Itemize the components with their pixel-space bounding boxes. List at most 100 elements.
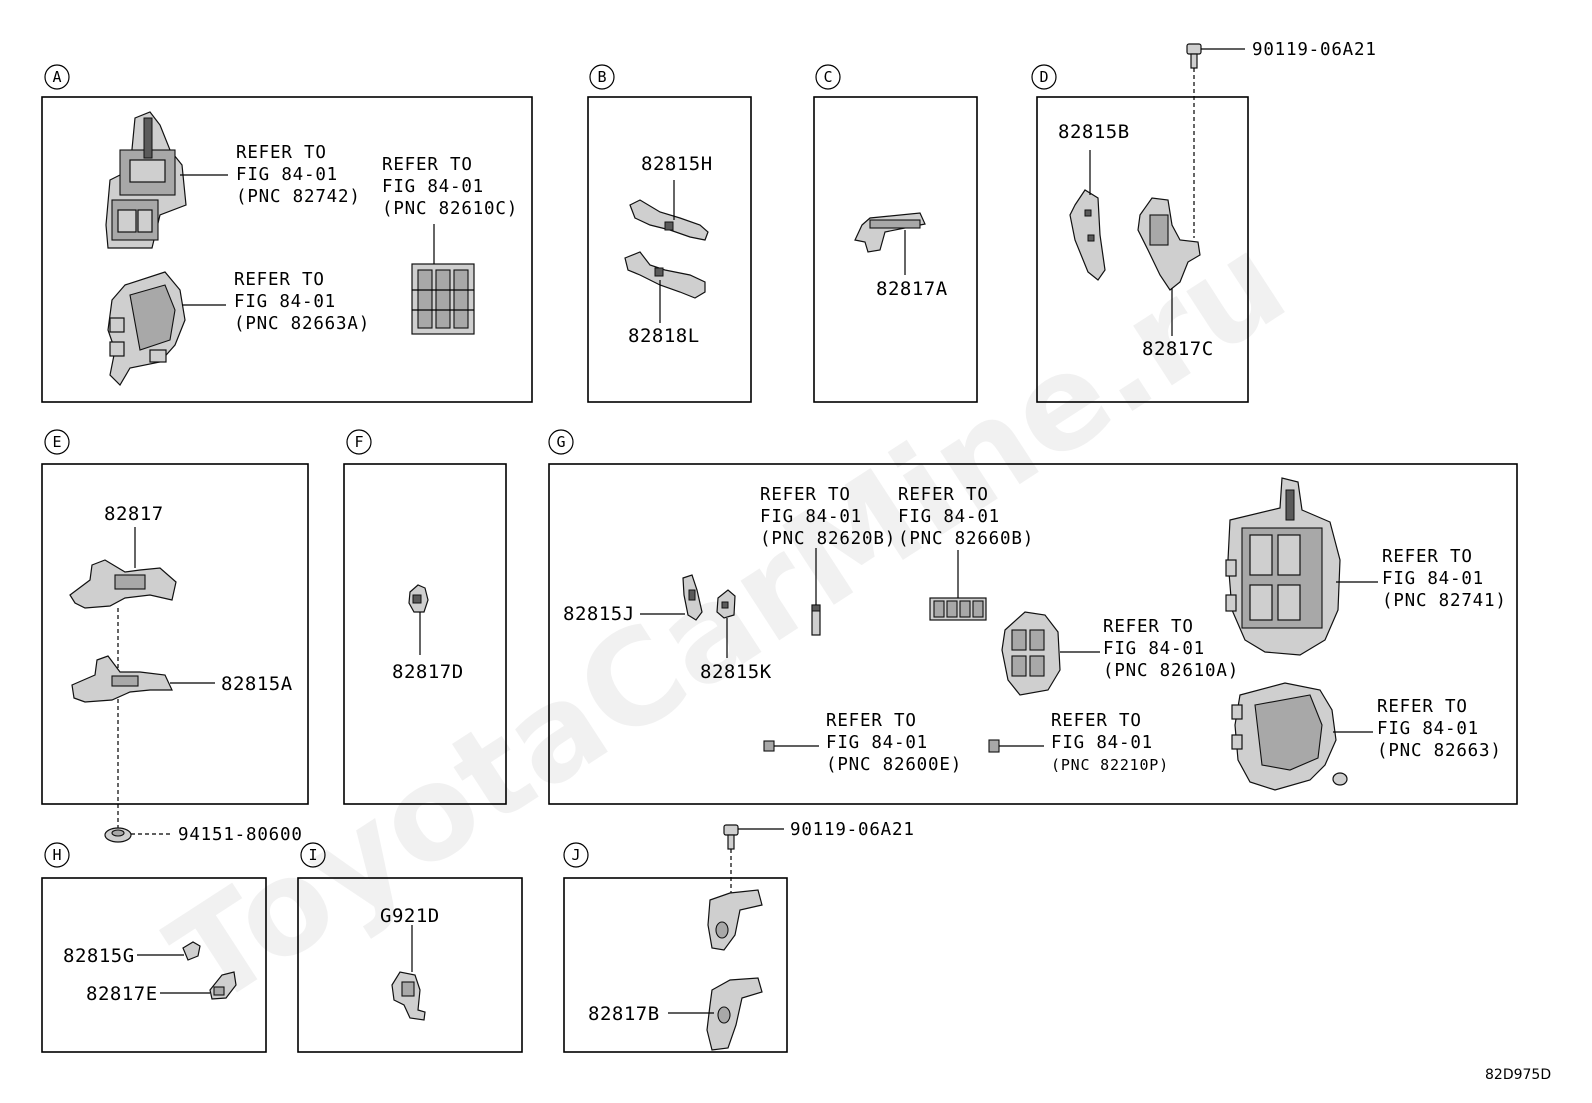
clip-82815k-illustration [716,589,736,619]
part-82815k: 82815K [700,661,772,683]
fuse-82620b-illustration [811,604,821,636]
bracket-82815b-illustration [1069,189,1106,281]
fig-reference: FIG 84-01 [760,507,862,527]
section-c-box [813,96,978,403]
pnc-82660b: (PNC 82660B) [898,529,1034,549]
relay-block-82742-illustration [105,111,187,249]
svg-text:E: E [52,433,61,451]
block-82610a-illustration [1001,611,1061,696]
refer-to-label: REFER TO [382,155,473,175]
clip-82817d-illustration [408,584,429,613]
part-82817e: 82817E [86,983,158,1005]
bolt-90119-06a21-top [1186,43,1202,69]
pnc-82210p: (PNC 82210P) [1051,756,1169,774]
section-h-box [41,877,267,1053]
svg-text:C: C [823,68,832,86]
refer-to-label: REFER TO [236,143,327,163]
pnc-82742: (PNC 82742) [236,187,361,207]
part-94151-80600: 94151-80600 [178,825,303,845]
pnc-82610c: (PNC 82610C) [382,199,518,219]
refer-to-label: REFER TO [1051,711,1142,731]
part-82815a: 82815A [221,673,293,695]
part-82817c: 82817C [1142,338,1214,360]
fig-reference: FIG 84-01 [234,292,336,312]
part-82817a: 82817A [876,278,948,300]
bolt-90119-06a21-bottom [723,824,739,850]
nut-94151-80600 [104,827,132,843]
pnc-82663: (PNC 82663) [1377,741,1502,761]
section-b-box [587,96,752,403]
section-a-box [41,96,533,403]
section-g-box [548,463,1518,805]
svg-text:I: I [308,846,317,864]
svg-text:G: G [556,433,565,451]
fig-reference: FIG 84-01 [236,165,338,185]
pnc-82663a: (PNC 82663A) [234,314,370,334]
bracket-82817c-illustration [1137,197,1201,291]
section-j-box [563,877,788,1053]
part-82815g: 82815G [63,945,135,967]
part-90119-06a21: 90119-06A21 [790,820,915,840]
relay-82660b-illustration [929,597,987,621]
section-b-marker: B [589,64,615,90]
section-e-marker: E [44,429,70,455]
svg-text:H: H [52,846,61,864]
svg-text:J: J [571,846,580,864]
svg-text:F: F [354,433,363,451]
fig-reference: FIG 84-01 [898,507,1000,527]
relay-block-82663a-illustration [107,271,186,386]
clip-82815g-illustration [182,941,201,961]
part-82815j: 82815J [563,603,635,625]
svg-text:D: D [1039,68,1048,86]
refer-to-label: REFER TO [826,711,917,731]
bracket-82817b-lower [706,977,763,1051]
section-h-marker: H [44,842,70,868]
section-d-marker: D [1031,64,1057,90]
part-g921d: G921D [380,905,440,927]
section-d-box [1036,96,1249,403]
pnc-82600e: (PNC 82600E) [826,755,962,775]
relay-82600e-illustration [763,740,775,752]
part-82815b: 82815B [1058,121,1130,143]
section-f-marker: F [346,429,372,455]
section-j-marker: J [563,842,589,868]
fig-reference: FIG 84-01 [382,177,484,197]
svg-text:A: A [52,68,61,86]
fig-reference: FIG 84-01 [1051,733,1153,753]
refer-to-label: REFER TO [234,270,325,290]
connector-82610c-illustration [411,263,475,335]
refer-to-label: REFER TO [1382,547,1473,567]
pnc-82610a: (PNC 82610A) [1103,661,1239,681]
pnc-82741: (PNC 82741) [1382,591,1507,611]
section-g-marker: G [548,429,574,455]
figure-code: 82D975D [1485,1067,1551,1083]
section-i-marker: I [300,842,326,868]
bracket-82817-illustration [69,559,177,609]
bracket-82817a-illustration [854,212,926,253]
junction-block-82741-illustration [1225,477,1341,656]
refer-to-label: REFER TO [1103,617,1194,637]
part-82817: 82817 [104,503,164,525]
refer-to-label: REFER TO [760,485,851,505]
fig-reference: FIG 84-01 [1103,639,1205,659]
bracket-82815a-illustration [71,655,173,703]
refer-to-label: REFER TO [898,485,989,505]
junction-block-82663-illustration [1231,682,1348,791]
section-a-marker: A [44,64,70,90]
bracket-82815h-illustration [629,199,709,241]
fig-reference: FIG 84-01 [826,733,928,753]
clip-82815j-illustration [682,574,703,621]
section-c-marker: C [815,64,841,90]
bracket-82817b-upper [707,889,763,951]
section-e-box [41,463,309,805]
part-82815h: 82815H [641,153,713,175]
bracket-82818l-illustration [624,251,706,299]
svg-text:B: B [597,68,606,86]
clip-82817e-illustration [209,971,237,1000]
section-f-box [343,463,507,805]
refer-to-label: REFER TO [1377,697,1468,717]
part-90119-06a21: 90119-06A21 [1252,40,1377,60]
pnc-82620b: (PNC 82620B) [760,529,896,549]
